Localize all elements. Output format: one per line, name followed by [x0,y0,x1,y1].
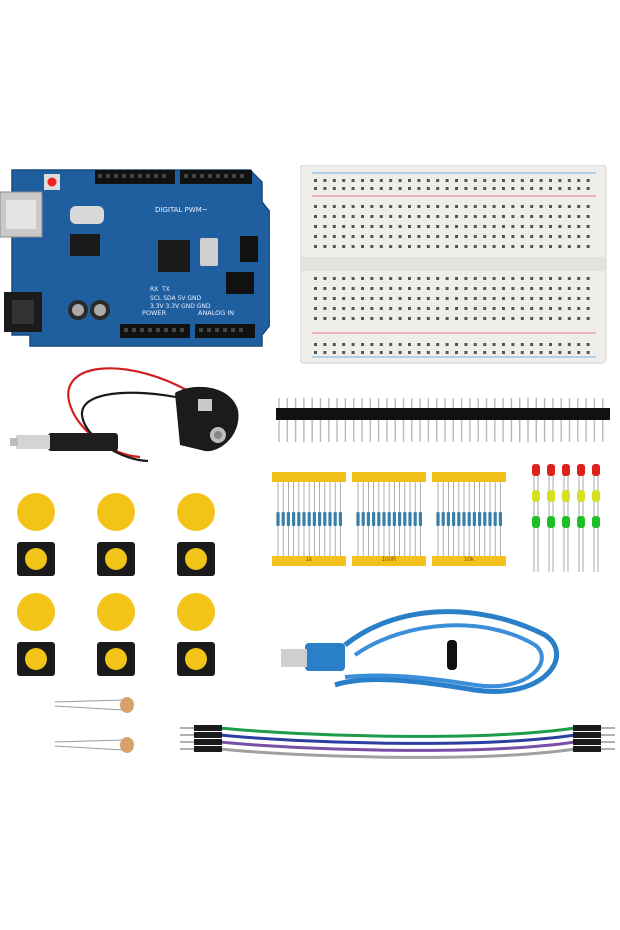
pin-header-strip [276,398,610,442]
resistor-label-100r: 100R [381,557,397,563]
led-set [532,464,600,572]
resistor-label-1k: 1k [305,557,313,563]
board-rx-label: RX [150,286,158,293]
arduino-uno-board: DIGITAL PWM~ SCL SDA 5V GND 3.3V 3.3V GN… [0,169,270,347]
board-analog-label: ANALOG IN [198,309,234,317]
photoresistors [55,697,134,753]
battery-clip-cable [10,367,239,463]
board-title: DIGITAL PWM~ [155,206,208,214]
resistor-pack-1k: 1k [270,470,348,570]
resistor-pack-10k: 10k [430,470,508,570]
resistor-label-10k: 10k [464,557,474,563]
board-pin-labels: SCL SDA 5V GND [150,295,202,302]
resistor-pack-100r-graphic [352,472,426,566]
resistor-pack-10k-graphic [432,472,506,566]
resistor-pack-1k-graphic [272,472,346,566]
resistor-pack-100r: 100R [350,470,428,570]
push-buttons-set [17,493,215,676]
breadboard [300,165,607,364]
jumper-wires [180,725,615,759]
board-pin-labels-2: 3.3V 3.3V GND GND [150,303,211,310]
board-tx-label: TX [161,286,170,293]
board-power-label: POWER [142,309,167,317]
usb-cable [281,609,559,694]
